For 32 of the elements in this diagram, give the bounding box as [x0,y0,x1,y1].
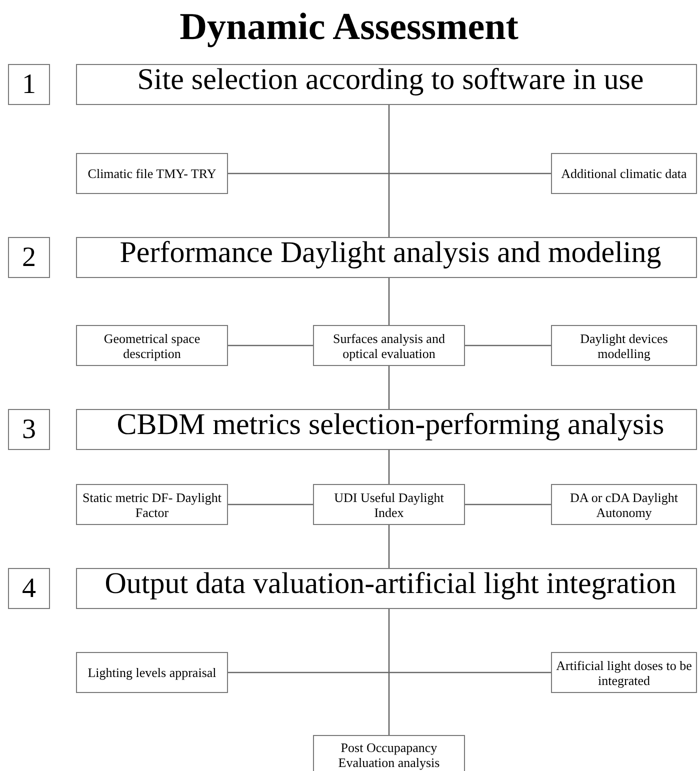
connector-line [465,504,551,506]
connector-line [228,672,551,674]
diagram-title: Dynamic Assessment [178,8,520,46]
step-number-box: 3 [8,409,50,450]
connector-line [228,344,313,346]
process-box: Lighting levels appraisal [76,652,228,693]
process-box: Static metric DF- Daylight Factor [76,484,228,525]
connector-line [388,105,390,237]
connector-line [388,450,390,484]
step-number-box: 2 [8,237,50,278]
process-box: Surfaces analysis and optical evaluation [313,325,465,366]
stage-box: Site selection according to software in use [76,64,697,105]
process-box: DA or cDA Daylight Autonomy [551,484,697,525]
process-box: Additional climatic data [551,153,697,194]
connector-line [228,504,313,506]
connector-line [465,344,551,346]
process-box: Climatic file TMY- TRY [76,153,228,194]
step-number-box: 1 [8,64,50,105]
connector-line [388,609,390,735]
process-box: Post Occupapancy Evaluation analysis [313,735,465,771]
connector-line [388,366,390,409]
connector-line [228,172,551,174]
stage-box: Performance Daylight analysis and modeling [76,237,697,278]
process-box: Geometrical space description [76,325,228,366]
process-box: UDI Useful Daylight Index [313,484,465,525]
process-box: Daylight devices modelling [551,325,697,366]
connector-line [388,525,390,568]
connector-line [388,278,390,325]
stage-box: Output data valuation-artificial light integration [76,568,697,609]
process-box: Artificial light doses to be integrated [551,652,697,693]
step-number-box: 4 [8,568,50,609]
stage-box: CBDM metrics selection-performing analysis [76,409,697,450]
